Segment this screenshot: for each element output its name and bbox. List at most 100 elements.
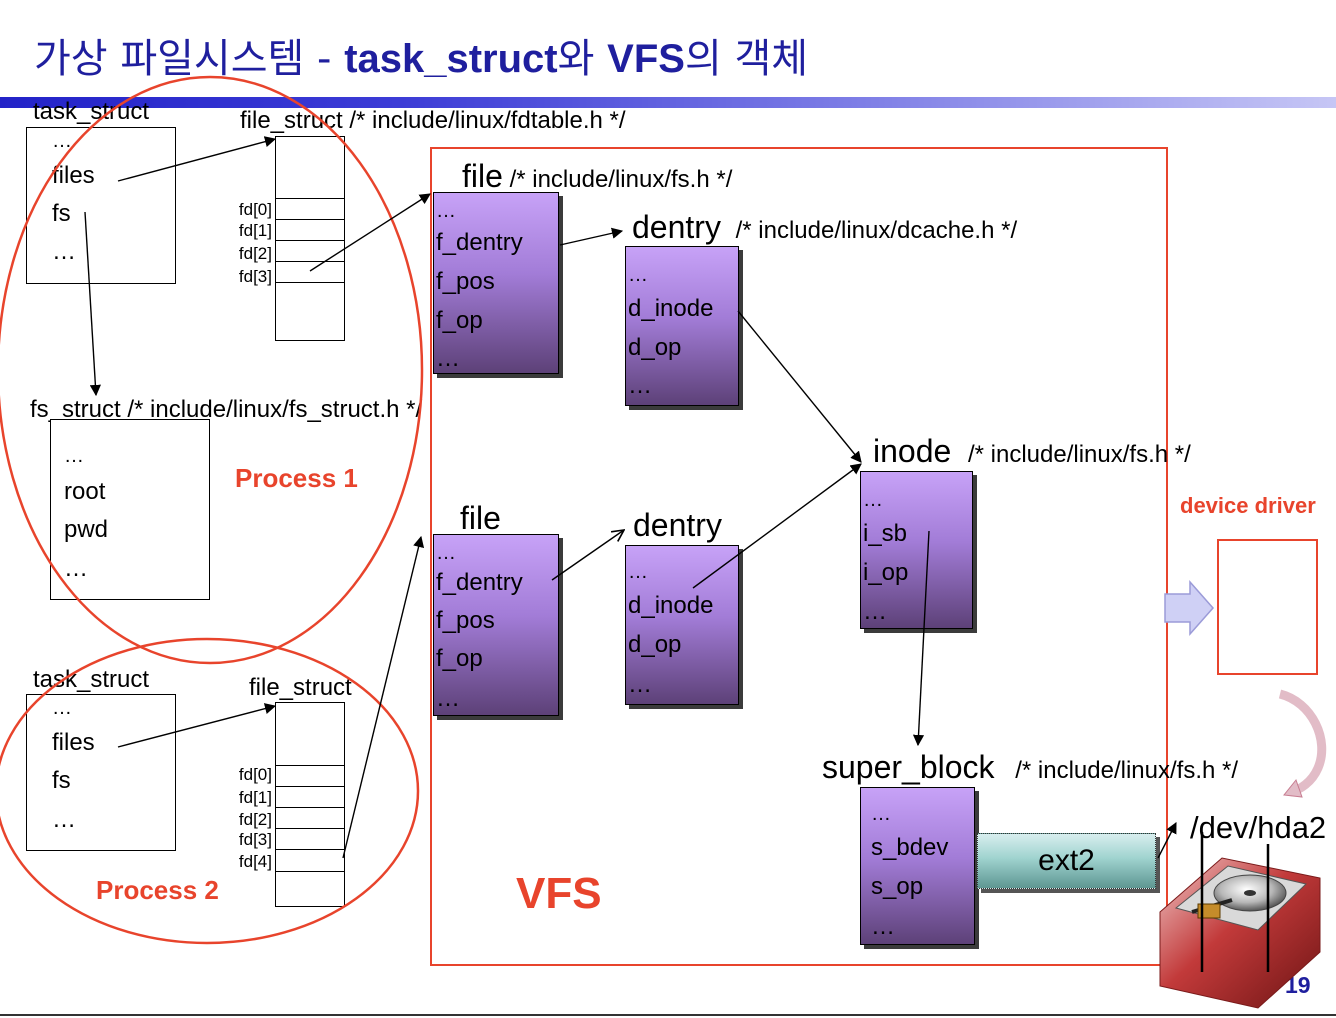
dentry2-name: dentry xyxy=(633,507,722,543)
title-prefix: 가상 파일시스템 - xyxy=(34,36,345,82)
device-driver-label: device driver xyxy=(1180,493,1316,518)
device-label: /dev/hda2 xyxy=(1190,810,1327,845)
dentry2-item-3: … xyxy=(628,671,652,698)
file1-item-4: … xyxy=(436,345,460,372)
super-block-header: super_block /* include/linux/fs.h */ xyxy=(822,751,1238,783)
inode-item-i-sb: i_sb xyxy=(863,520,908,547)
p1-task-item-3: … xyxy=(52,238,76,265)
p1-fs-struct-label: fs_struct /* include/linux/fs_struct.h *… xyxy=(30,396,423,423)
super-block-comment: /* include/linux/fs.h */ xyxy=(1015,757,1239,784)
file2-item-0: … xyxy=(436,542,456,564)
super-block-name: super_block xyxy=(822,749,995,785)
process2-ellipse xyxy=(0,637,420,945)
p2-fd-label-4: fd[4] xyxy=(238,852,272,871)
arrow-p2-fd4-to-file2 xyxy=(342,535,425,859)
file2-item-f-pos: f_pos xyxy=(436,607,495,634)
hard-disk-icon xyxy=(1159,832,1321,1009)
p2-fd-label-3: fd[3] xyxy=(238,830,272,849)
p1-fd-label-0: fd[0] xyxy=(238,200,272,219)
arrow-ext2-to-device xyxy=(1157,822,1177,859)
super-block-item-0: … xyxy=(871,803,891,825)
title-task-struct: task_struct xyxy=(344,37,558,81)
dentry2-item-d-inode: d_inode xyxy=(628,592,714,619)
process1-label: Process 1 xyxy=(235,463,358,493)
dentry1-comment: /* include/linux/dcache.h */ xyxy=(735,217,1018,244)
p1-fs-item-root: root xyxy=(64,478,106,505)
arrow-dentry1-to-inode xyxy=(737,310,862,463)
inode-item-0: … xyxy=(863,489,883,511)
p2-file-struct-label: file_struct xyxy=(249,674,352,701)
file1-name: file xyxy=(462,158,503,194)
p1-task-item-files: files xyxy=(52,162,95,189)
title-vfs: VFS xyxy=(607,37,685,81)
page-number: 19 xyxy=(1285,972,1311,998)
p2-task-item-0: … xyxy=(52,697,72,719)
p1-task-struct-box xyxy=(26,127,176,284)
file1-comment: /* include/linux/fs.h */ xyxy=(509,166,733,193)
file1-item-f-op: f_op xyxy=(436,307,483,334)
file1-struct-box: … f_dentry f_pos f_op … xyxy=(433,192,559,374)
arrow-inode-to-super-block xyxy=(912,530,930,747)
p2-task-item-fs: fs xyxy=(52,767,71,794)
curved-arrow-head xyxy=(1283,778,1303,798)
dentry2-item-0: … xyxy=(628,561,648,583)
ext2-label: ext2 xyxy=(1038,844,1095,877)
p2-task-struct-box xyxy=(26,694,176,851)
inode-struct-box: … i_sb i_op … xyxy=(860,471,973,629)
p1-task-struct-label: task_struct xyxy=(33,98,150,125)
inode-header: inode /* include/linux/fs.h */ xyxy=(873,435,1191,467)
p2-fd-label-1: fd[1] xyxy=(238,788,272,807)
vfs-region xyxy=(430,147,1168,966)
p2-fd-label-2: fd[2] xyxy=(238,810,272,829)
dentry1-header: dentry /* include/linux/dcache.h */ xyxy=(632,211,1017,243)
dentry2-struct-box: … d_inode d_op … xyxy=(625,545,739,705)
p2-task-item-files: files xyxy=(52,729,95,756)
title-suffix: 의 객체 xyxy=(684,36,809,82)
dentry1-item-d-inode: d_inode xyxy=(628,295,714,322)
p1-fd-label-3: fd[3] xyxy=(238,267,272,286)
bottom-rule xyxy=(0,1014,1336,1016)
arrow-p1-fs-to-fs-struct xyxy=(84,211,101,397)
dentry1-item-d-op: d_op xyxy=(628,334,682,361)
dentry1-struct-box: … d_inode d_op … xyxy=(625,246,739,406)
inode-comment: /* include/linux/fs.h */ xyxy=(967,441,1191,468)
file1-item-f-pos: f_pos xyxy=(436,268,495,295)
p1-fs-item-pwd: pwd xyxy=(64,516,109,543)
p2-fd-label-0: fd[0] xyxy=(238,765,272,784)
arrow-p2-files-to-file-struct xyxy=(117,703,277,748)
arrow-file1-to-dentry1 xyxy=(559,227,624,246)
super-block-item-3: … xyxy=(871,913,895,940)
p1-file-struct-label: file_struct /* include/linux/fdtable.h *… xyxy=(240,107,626,134)
title-underline-bar xyxy=(0,97,1336,108)
dentry1-name: dentry xyxy=(632,209,721,245)
vfs-to-driver-block-arrow xyxy=(1164,580,1215,636)
arrow-p1-fd3-to-file1 xyxy=(309,193,431,272)
arrow-dentry2-to-inode xyxy=(692,463,862,589)
p2-fd-table xyxy=(275,702,345,907)
inode-item-3: … xyxy=(863,598,887,625)
arrow-p1-files-to-file-struct xyxy=(117,136,277,182)
device-driver-box xyxy=(1217,539,1318,675)
file2-item-f-dentry: f_dentry xyxy=(436,569,523,596)
file1-item-f-dentry: f_dentry xyxy=(436,229,523,256)
file2-struct-box: … f_dentry f_pos f_op … xyxy=(433,534,559,716)
p2-task-item-3: … xyxy=(52,806,76,833)
super-block-item-s-bdev: s_bdev xyxy=(871,834,949,861)
file2-item-f-op: f_op xyxy=(436,645,483,672)
dentry1-item-0: … xyxy=(628,264,648,286)
file1-item-0: … xyxy=(436,200,456,222)
ext2-box: ext2 xyxy=(977,833,1156,889)
driver-to-disk-curved-arrow xyxy=(1278,689,1327,797)
vfs-label: VFS xyxy=(516,869,602,918)
p1-task-item-fs: fs xyxy=(52,200,71,227)
super-block-item-s-op: s_op xyxy=(871,873,924,900)
dentry2-item-d-op: d_op xyxy=(628,631,682,658)
inode-item-i-op: i_op xyxy=(863,559,909,586)
dentry1-item-3: … xyxy=(628,372,652,399)
p1-fd-table xyxy=(275,136,345,341)
p1-task-item-0: … xyxy=(52,130,72,152)
title-mid: 와 xyxy=(557,36,608,82)
process2-label: Process 2 xyxy=(96,875,219,905)
file1-header: file /* include/linux/fs.h */ xyxy=(462,160,732,192)
